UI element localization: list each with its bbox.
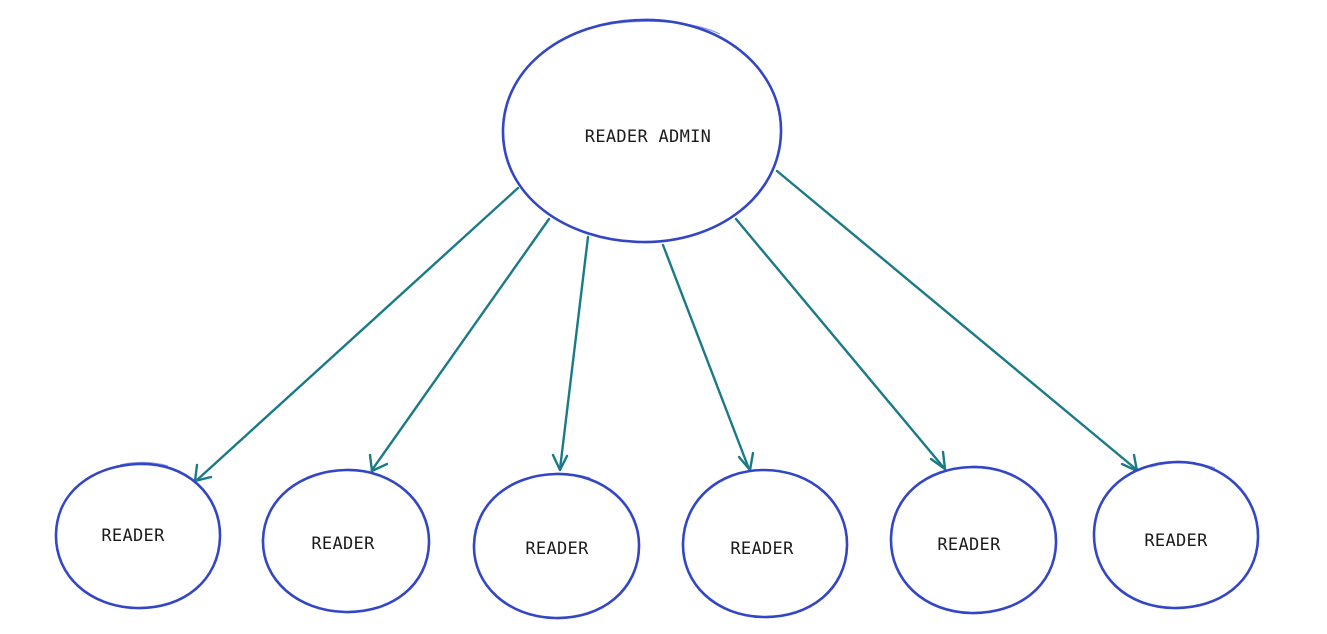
- edge-root-to-reader-4: [661, 243, 755, 472]
- node-reader-5: READER: [889, 465, 1058, 615]
- node-reader-1: READER: [54, 461, 222, 610]
- edges: [193, 169, 1139, 483]
- node-label-reader: READER: [525, 539, 589, 559]
- node-label-root: READER ADMIN: [585, 127, 711, 147]
- node-reader-6: READER: [1092, 460, 1260, 610]
- node-label-reader: READER: [311, 534, 375, 554]
- edge-root-to-reader-1: [193, 186, 520, 483]
- node-label-reader: READER: [101, 526, 165, 546]
- node-reader-4: READER: [681, 468, 849, 619]
- node-reader-2: READER: [261, 468, 431, 614]
- edge-root-to-reader-5: [734, 217, 947, 471]
- arrowhead-icon: [368, 453, 389, 473]
- node-reader-admin: READER ADMIN: [501, 18, 783, 244]
- edge-root-to-reader-6: [775, 169, 1139, 473]
- arrowhead-icon: [551, 453, 569, 472]
- node-label-reader: READER: [1144, 531, 1208, 551]
- node-reader-3: READER: [472, 472, 641, 620]
- node-label-reader: READER: [730, 539, 794, 559]
- edge-root-to-reader-2: [368, 217, 551, 473]
- edge-root-to-reader-3: [551, 235, 590, 472]
- arrowhead-icon: [929, 450, 947, 471]
- node-label-reader: READER: [937, 535, 1001, 555]
